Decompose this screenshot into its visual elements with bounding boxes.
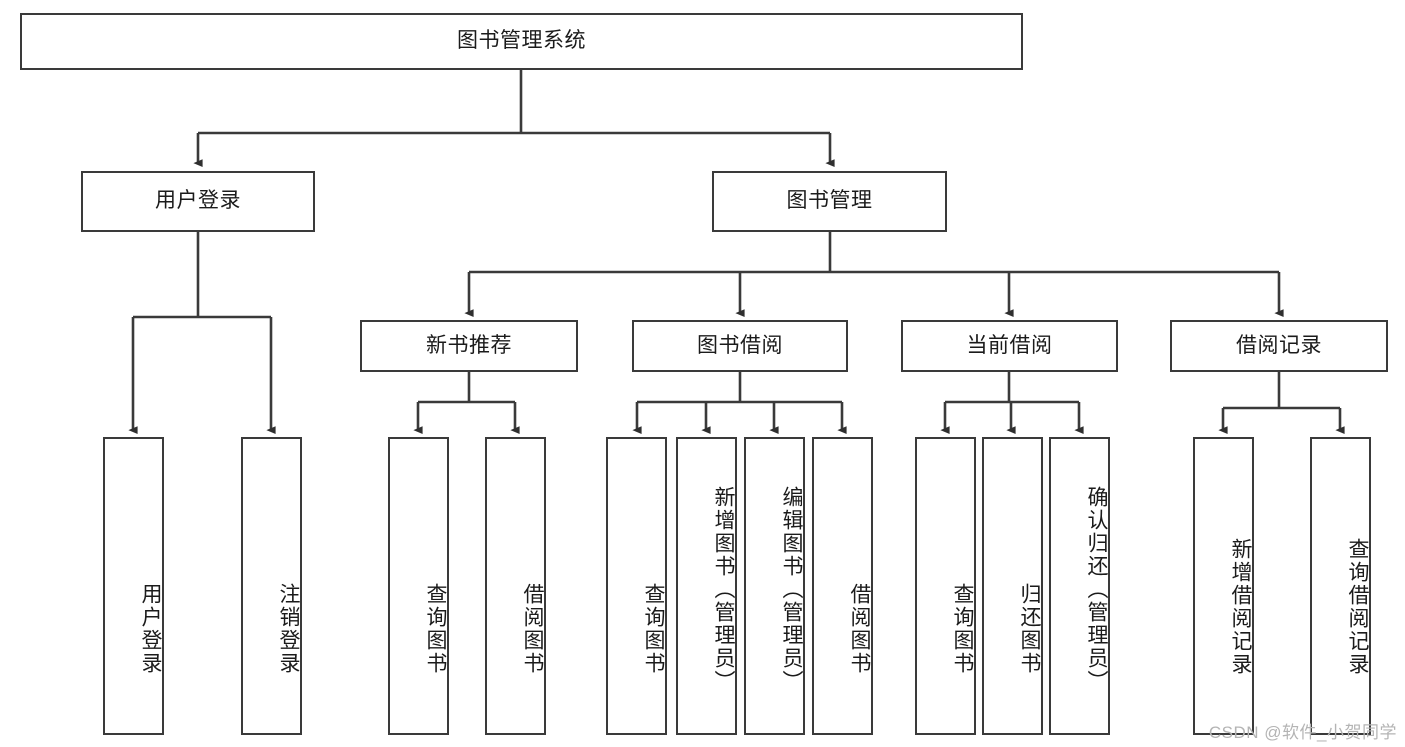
leaf-confirm-return-admin[interactable]: 确认归还（管理员） [1049,437,1110,735]
node-label: 用户登录 [139,583,162,675]
node-label: 借阅记录 [1236,333,1322,357]
leaf-add-borrow-record[interactable]: 新增借阅记录 [1193,437,1254,735]
leaf-borrow-book[interactable]: 借阅图书 [812,437,873,735]
node-label: 图书管理系统 [457,29,586,53]
leaf-query-book-current[interactable]: 查询图书 [915,437,976,735]
node-root-book-management-system[interactable]: 图书管理系统 [20,13,1023,70]
node-label: 借阅图书 [848,583,871,675]
node-label: 新增借阅记录 [1229,538,1252,676]
leaf-return-book[interactable]: 归还图书 [982,437,1043,735]
leaf-query-book-recommend[interactable]: 查询图书 [388,437,449,735]
node-label: 归还图书 [1018,583,1041,675]
leaf-query-book-borrow[interactable]: 查询图书 [606,437,667,735]
node-book-borrow[interactable]: 图书借阅 [632,320,848,372]
node-label: 新书推荐 [426,333,512,357]
node-label: 查询图书 [642,583,665,675]
node-borrow-record[interactable]: 借阅记录 [1170,320,1388,372]
node-label: 编辑图书（管理员） [780,485,803,693]
leaf-user-login[interactable]: 用户登录 [103,437,164,735]
node-label: 确认归还（管理员） [1085,485,1108,693]
watermark-text: CSDN @软件_小贺同学 [1208,723,1397,742]
node-label: 注销登录 [277,583,300,675]
leaf-query-borrow-record[interactable]: 查询借阅记录 [1310,437,1371,735]
node-current-borrow[interactable]: 当前借阅 [901,320,1118,372]
node-label: 当前借阅 [966,333,1053,357]
leaf-edit-book-admin[interactable]: 编辑图书（管理员） [744,437,805,735]
node-label: 图书管理 [786,189,873,213]
node-label: 借阅图书 [521,583,544,675]
node-label: 图书借阅 [697,333,783,357]
node-label: 新增图书（管理员） [712,485,735,693]
node-label: 用户登录 [155,189,241,213]
leaf-logout[interactable]: 注销登录 [241,437,302,735]
node-label: 查询图书 [951,583,974,675]
leaf-borrow-book-recommend[interactable]: 借阅图书 [485,437,546,735]
leaf-add-book-admin[interactable]: 新增图书（管理员） [676,437,737,735]
node-new-book-recommend[interactable]: 新书推荐 [360,320,578,372]
node-user-login[interactable]: 用户登录 [81,171,315,232]
node-book-management[interactable]: 图书管理 [712,171,947,232]
node-label: 查询借阅记录 [1346,538,1369,676]
node-label: 查询图书 [424,583,447,675]
